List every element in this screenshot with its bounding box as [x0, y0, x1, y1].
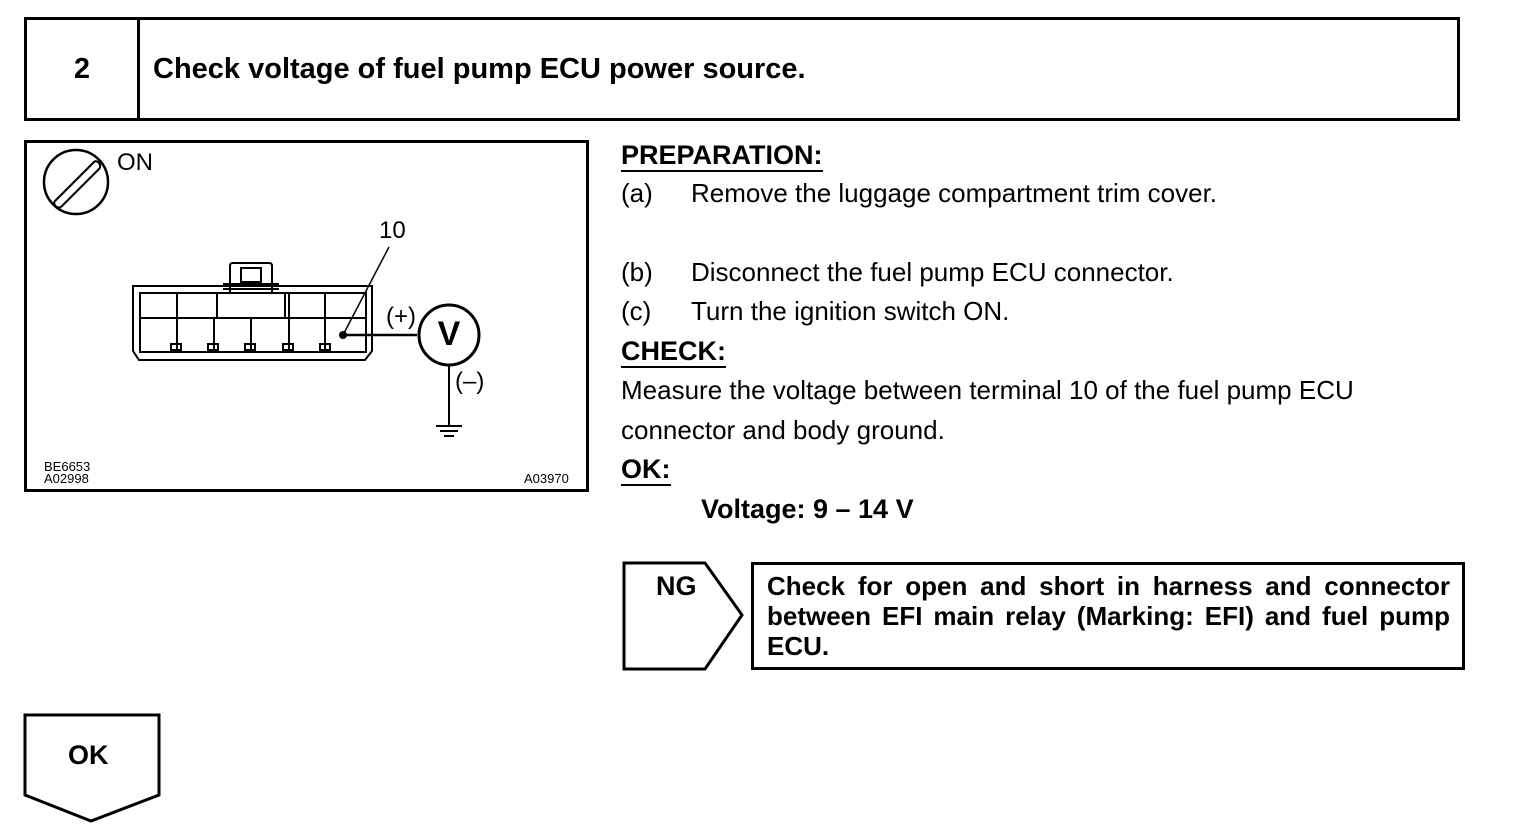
voltmeter-label: V	[437, 315, 461, 353]
step-letter: (b)	[621, 257, 653, 287]
connector-diagram	[42, 148, 481, 437]
prep-step-c: (c) Turn the ignition switch ON.	[621, 296, 1009, 326]
ok-flow-label: OK	[68, 740, 109, 770]
step-letter: (a)	[621, 178, 653, 208]
ok-arrow-icon	[23, 713, 161, 823]
voltage-spec: Voltage: 9 – 14 V	[701, 494, 914, 524]
positive-label: (+)	[386, 303, 416, 330]
ng-label: NG	[656, 571, 697, 601]
check-line-2: connector and body ground.	[621, 415, 945, 445]
terminal-number-label: 10	[379, 217, 406, 244]
ng-arrow-icon	[622, 561, 744, 671]
step-header: 2 Check voltage of fuel pump ECU power s…	[24, 17, 1460, 121]
step-letter: (c)	[621, 296, 652, 326]
figure-code-2: A02998	[44, 471, 89, 486]
ground-icon	[436, 425, 462, 437]
step-text: Turn the ignition switch ON.	[691, 296, 1010, 326]
step-text: Remove the luggage compartment trim cove…	[691, 178, 1218, 208]
ecu-connector	[132, 262, 373, 361]
figure-code-1: BE6653	[44, 459, 91, 474]
switch-on-label: ON	[117, 149, 153, 176]
ignition-switch-icon	[42, 148, 110, 216]
negative-label: (–)	[455, 368, 485, 395]
figure-code-3: A03970	[524, 471, 569, 486]
wiring-diagram: ON 10 (+) (–) V BE6653 A02998 A03970	[24, 140, 589, 492]
check-heading: CHECK:	[621, 336, 726, 368]
ng-action-box: Check for open and short in harness and …	[751, 562, 1465, 670]
ng-action-text: Check for open and short in harness and …	[767, 571, 1450, 661]
ok-heading: OK:	[621, 454, 671, 486]
check-line-1: Measure the voltage between terminal 10 …	[621, 375, 1354, 405]
step-title: Check voltage of fuel pump ECU power sou…	[153, 52, 806, 85]
step-text: Disconnect the fuel pump ECU connector.	[691, 257, 1174, 287]
prep-step-b: (b) Disconnect the fuel pump ECU connecto…	[621, 257, 1174, 287]
prep-step-a: (a) Remove the luggage compartment trim c…	[621, 178, 1217, 208]
preparation-heading: PREPARATION:	[621, 140, 823, 172]
step-number: 2	[27, 20, 140, 118]
